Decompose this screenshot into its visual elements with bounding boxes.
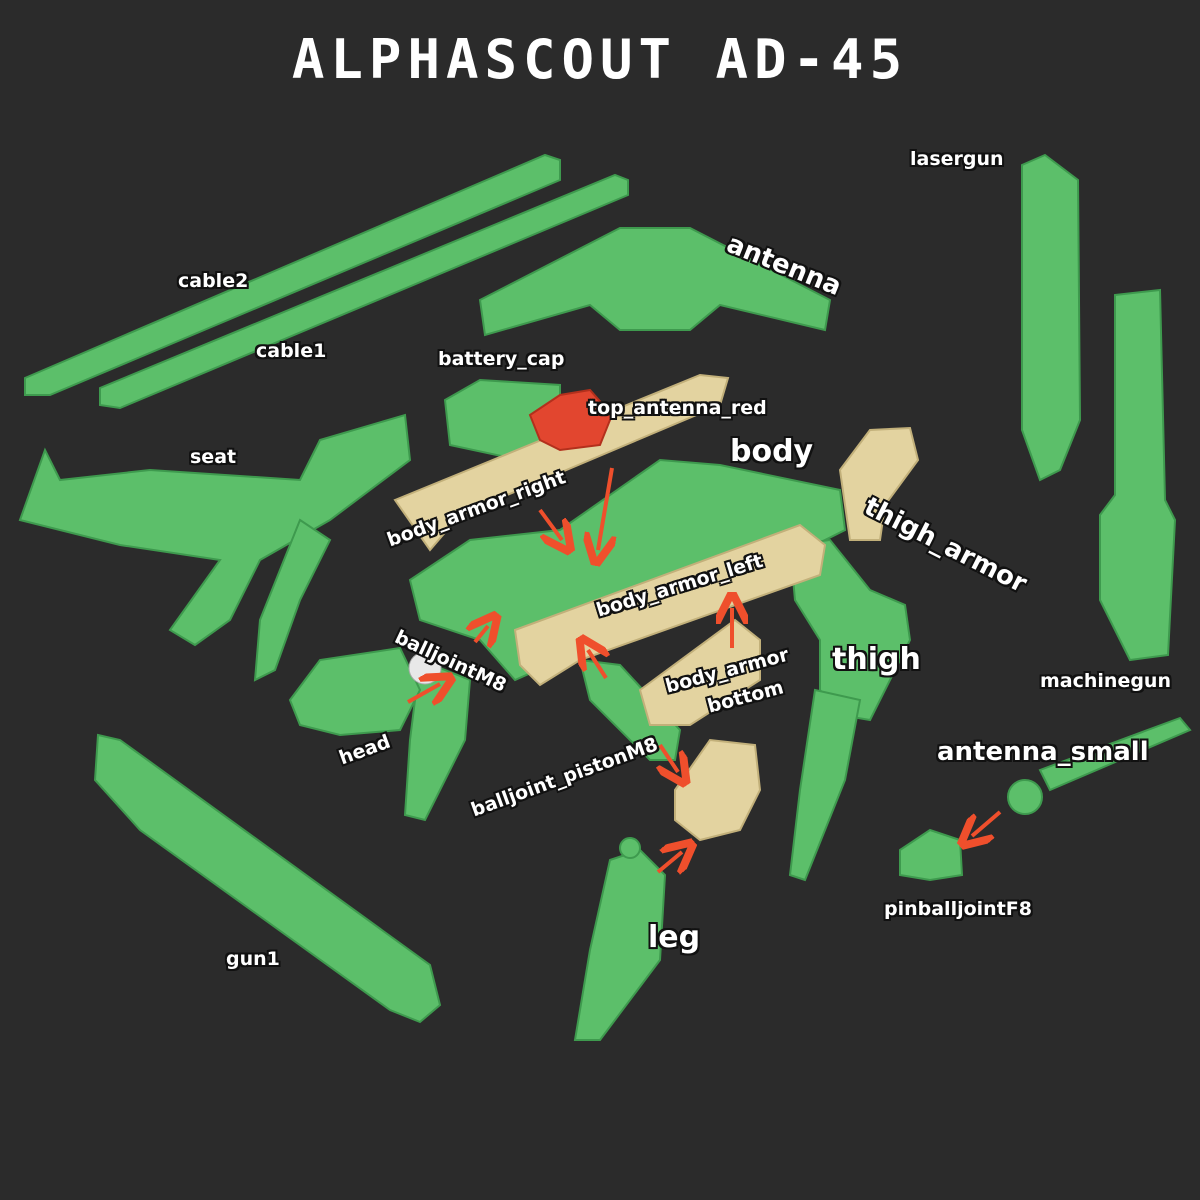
arrow [972, 810, 1002, 836]
label-seat: seat [190, 446, 237, 468]
arrow [407, 684, 440, 702]
label-pinballjointF8: pinballjointF8 [884, 898, 1032, 920]
thigh-part [788, 538, 912, 722]
arrow [598, 467, 612, 550]
pinballjoint-part [899, 828, 964, 882]
body-armor-right-part [393, 373, 730, 552]
cable2-part [24, 153, 561, 396]
label-leg: leg [648, 920, 701, 955]
page-title: ALPHASCOUT AD-45 [291, 28, 909, 91]
top-antenna-red-part [528, 388, 614, 452]
cable1-part [99, 173, 629, 410]
arrow [656, 852, 682, 872]
antenna-small-ball-part [1007, 779, 1043, 815]
label-cable2: cable2 [178, 270, 249, 292]
label-antenna-small: antenna_small [937, 737, 1149, 767]
thigh-armor-part [838, 426, 920, 541]
label-machinegun: machinegun [1040, 670, 1171, 692]
arrow [588, 650, 606, 680]
label-thigh: thigh [832, 642, 921, 677]
label-lasergun: lasergun [910, 148, 1004, 170]
label-gun1: gun1 [226, 948, 280, 970]
leg-armor-part [674, 738, 762, 842]
antenna-small-part [1038, 716, 1192, 792]
arrow [538, 508, 562, 540]
gun1-part [93, 733, 442, 1024]
label-battery-cap: battery_cap [438, 348, 565, 370]
seat-part [18, 413, 412, 647]
label-top-antenna-red: top_antenna_red [588, 397, 767, 419]
antenna-part [478, 227, 832, 337]
arrow [475, 626, 488, 642]
label-cable1: cable1 [256, 340, 327, 362]
arrow [660, 743, 678, 772]
seat-support-part [253, 518, 332, 682]
leg-part [573, 848, 667, 1041]
label-body: body [730, 434, 814, 469]
thigh-leg-part [788, 688, 862, 882]
leg-ball-part [619, 837, 641, 859]
head-part [288, 646, 422, 737]
lasergun-part [1021, 153, 1082, 482]
machinegun-part [1099, 288, 1177, 662]
